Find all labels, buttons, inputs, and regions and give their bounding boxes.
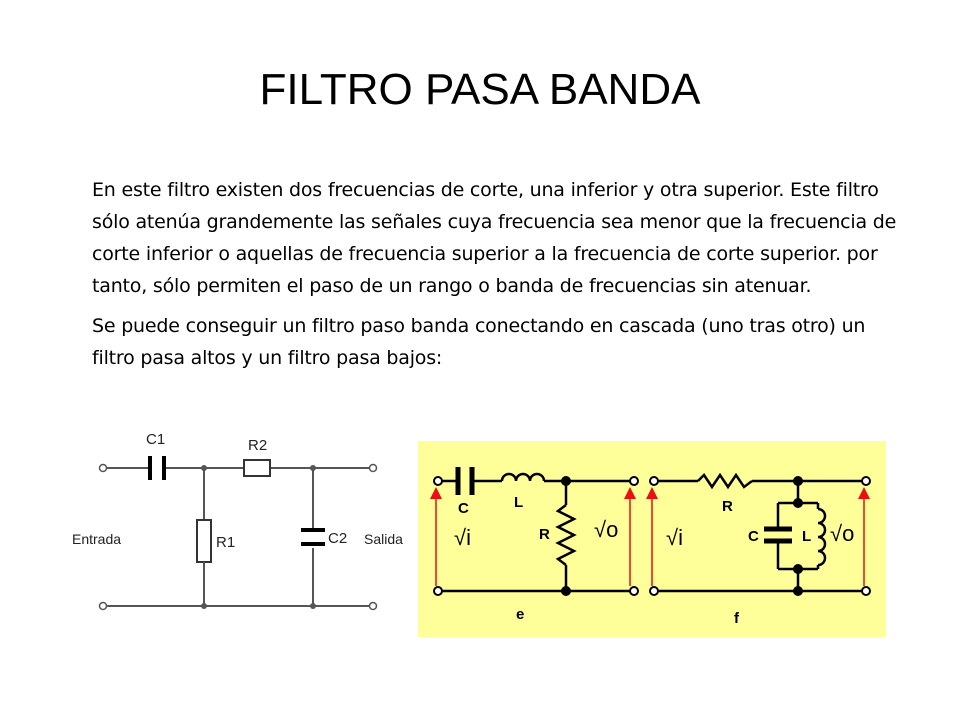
resistor-r-shunt <box>555 504 577 566</box>
label-r1: R1 <box>216 534 235 551</box>
label-vi: √i <box>454 525 471 550</box>
node-dot <box>201 603 207 609</box>
label-l: L <box>514 494 523 511</box>
node-dot <box>793 498 803 508</box>
paragraph-intro: En este filtro existen dos frecuencias d… <box>92 179 897 297</box>
node-dot <box>561 586 571 596</box>
label-c1: C1 <box>146 431 165 448</box>
terminal-f-out-top <box>861 476 871 486</box>
label-r2: R2 <box>248 437 267 454</box>
terminal-e-in-bottom <box>433 586 443 596</box>
label-l-f: L <box>802 528 811 545</box>
label-r: R <box>539 526 550 543</box>
circuit-diagram-rc: C1 R2 R1 C2 Entrada Salida <box>72 431 403 611</box>
resistor-r-series <box>697 472 753 490</box>
node-dot <box>310 465 316 471</box>
terminal-f-out-bottom <box>861 586 871 596</box>
node-dot <box>561 476 571 486</box>
label-c2: C2 <box>328 530 347 547</box>
terminal-f-in-bottom <box>649 586 659 596</box>
terminal-out-top <box>368 463 378 473</box>
terminal-e-out-bottom <box>629 586 639 596</box>
label-input: Entrada <box>72 531 121 547</box>
paragraph-cascade: Se puede conseguir un filtro paso banda … <box>92 315 866 369</box>
page-title: FILTRO PASA BANDA <box>259 65 701 114</box>
node-dot <box>793 586 803 596</box>
label-vi-f: √i <box>666 525 683 550</box>
caption-f: f <box>734 610 740 627</box>
resistor-r1 <box>196 519 212 563</box>
body-text: En este filtro existen dos frecuencias d… <box>92 174 912 382</box>
terminal-out-bottom <box>368 601 378 611</box>
inductor-l-series <box>500 472 546 482</box>
inductor-l-tank <box>817 507 827 567</box>
label-r-f: R <box>722 498 733 515</box>
node-dot <box>310 603 316 609</box>
label-vo-f: √o <box>830 521 854 546</box>
label-vo: √o <box>594 517 618 542</box>
caption-e: e <box>516 606 524 623</box>
label-c: C <box>458 500 469 517</box>
label-output: Salida <box>364 531 403 547</box>
terminal-f-in-top <box>649 476 659 486</box>
terminal-in-top <box>98 463 108 473</box>
node-dot <box>793 476 803 486</box>
node-dot <box>201 465 207 471</box>
terminal-e-in-top <box>433 476 443 486</box>
label-c-f: C <box>748 528 759 545</box>
terminal-e-out-top <box>629 476 639 486</box>
terminal-in-bottom <box>98 601 108 611</box>
node-dot <box>793 564 803 574</box>
resistor-r2 <box>243 459 271 477</box>
circuit-diagram-lc: C L R √i √o e <box>418 441 886 637</box>
